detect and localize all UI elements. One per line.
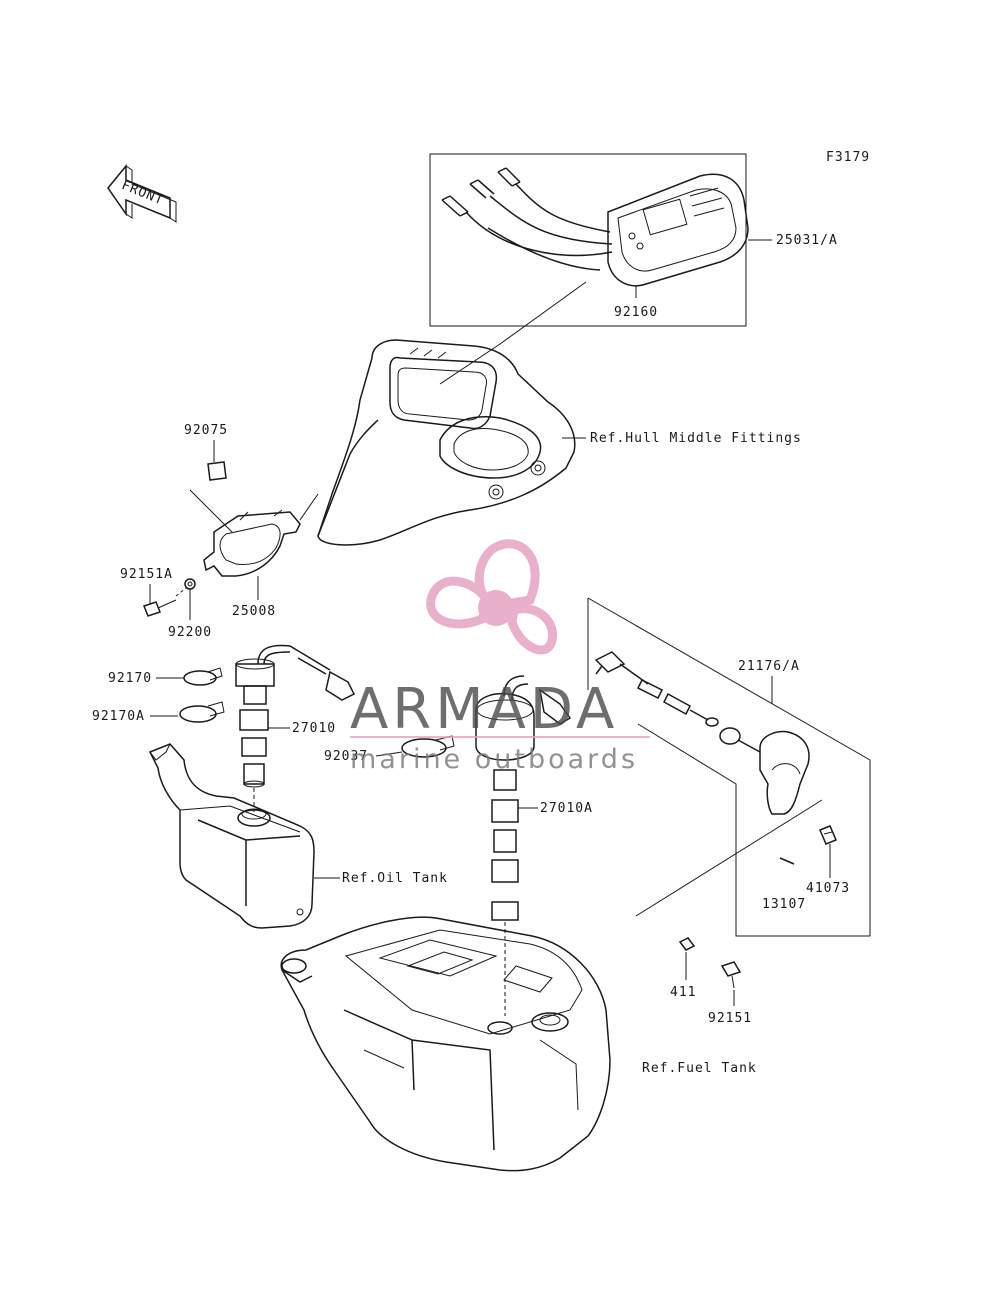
label-fuel-tank-ref: Ref.Fuel Tank — [642, 1061, 757, 1076]
label-92151: 92151 — [708, 1011, 752, 1026]
sender-27010a — [475, 675, 572, 921]
fuel-tank — [280, 916, 611, 1172]
label-27010a: 27010A — [540, 801, 593, 816]
label-oil-tank-ref: Ref.Oil Tank — [342, 871, 448, 886]
watermark-brand: ARMADA — [350, 677, 618, 742]
propeller-icon — [474, 539, 540, 611]
clamp-92170 — [183, 667, 223, 686]
label-41073: 41073 — [806, 881, 850, 896]
label-92075: 92075 — [184, 423, 228, 438]
label-25031a: 25031/A — [776, 233, 838, 248]
hull-middle-fittings — [317, 339, 576, 546]
label-21176a: 21176/A — [738, 659, 800, 674]
cable-callout-box — [587, 597, 871, 937]
washer-92200 — [184, 578, 196, 590]
meter-assembly — [429, 153, 749, 327]
label-92151a: 92151A — [120, 567, 173, 582]
cable-21176a — [594, 651, 810, 815]
label-92037: 92037 — [324, 749, 368, 764]
clip-41073 — [819, 825, 837, 845]
clamp-92170a — [179, 701, 225, 723]
bracket-25008 — [203, 509, 301, 577]
nut-411 — [678, 937, 696, 951]
front-arrow-icon: FRONT — [107, 163, 177, 223]
figure-code: F3179 — [826, 150, 870, 165]
label-hull-ref: Ref.Hull Middle Fittings — [590, 431, 802, 446]
label-92170a: 92170A — [92, 709, 145, 724]
watermark-tagline: marine outboards — [350, 744, 638, 775]
bolt-92151 — [720, 961, 742, 989]
label-92160: 92160 — [614, 305, 658, 320]
bolt-92151a — [143, 599, 177, 617]
label-25008: 25008 — [232, 604, 276, 619]
label-92200: 92200 — [168, 625, 212, 640]
part-13107 — [779, 857, 795, 865]
label-27010: 27010 — [292, 721, 336, 736]
armada-logo — [426, 539, 557, 655]
sender-27010 — [235, 644, 356, 788]
oil-tank — [148, 743, 315, 929]
label-92170: 92170 — [108, 671, 152, 686]
label-13107: 13107 — [762, 897, 806, 912]
label-411: 411 — [670, 985, 696, 1000]
spacer-92075 — [207, 461, 227, 481]
watermark-rule — [350, 736, 650, 738]
